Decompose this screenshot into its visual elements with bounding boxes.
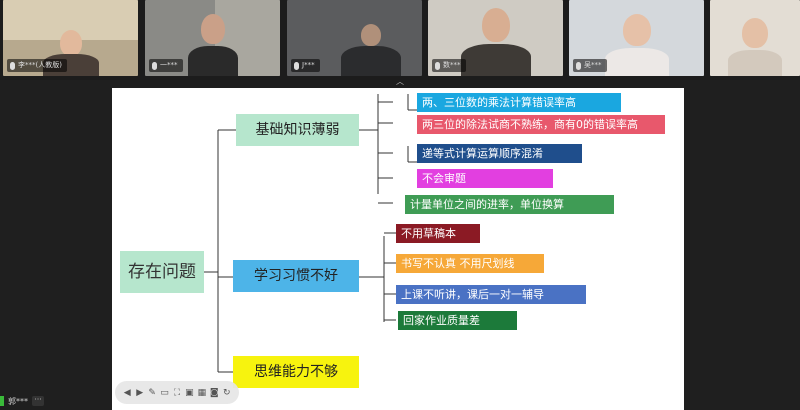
- play-icon[interactable]: ◀: [123, 387, 131, 398]
- participant-name-tag: 一***: [149, 59, 183, 72]
- mic-icon: [576, 61, 581, 70]
- branch-study-habits: 学习习惯不好: [233, 260, 359, 292]
- leaf-careless-writing: 书写不认真 不用尺划线: [396, 254, 544, 273]
- participant-tile-4[interactable]: 数***: [428, 0, 563, 76]
- participant-avatar: [59, 30, 82, 56]
- participant-avatar: [481, 8, 510, 42]
- connector-sub-1: [407, 94, 418, 163]
- mic-icon: [435, 61, 440, 70]
- mic-icon: [152, 61, 157, 70]
- mic-active-icon: [0, 396, 4, 406]
- leaf-division-errors: 两三位的除法试商不熟练，商有0的错误率高: [417, 115, 665, 134]
- participant-tile-1[interactable]: 李***(人教版): [3, 0, 138, 76]
- mic-icon: [10, 61, 15, 70]
- mindmap-root: 存在问题: [120, 251, 204, 293]
- leaf-reading-questions: 不会审题: [417, 169, 553, 188]
- collapse-strip-icon[interactable]: ︿: [396, 77, 404, 86]
- branch-thinking-ability: 思维能力不够: [233, 356, 359, 388]
- connector-branch-2: [359, 232, 396, 322]
- annotation-toolbar: ◀ ▶ ✎ ▭ ⛶ ▣ ▦ ◙ ↻: [115, 381, 239, 404]
- pen-icon[interactable]: ✎: [148, 387, 156, 398]
- participant-tile-6[interactable]: [710, 0, 800, 76]
- leaf-multiplication-errors: 两、三位数的乘法计算错误率高: [417, 93, 621, 112]
- prev-icon[interactable]: ▶: [136, 387, 144, 398]
- participant-name-tag: 李***(人教版): [7, 59, 67, 72]
- participant-avatar: [200, 14, 225, 44]
- shared-screen-slide: 存在问题 基础知识薄弱 学习习惯不好 思维能力不够 两、三位数的乘法计算错误率高…: [112, 88, 684, 410]
- participant-tile-3[interactable]: J***: [287, 0, 422, 76]
- mindmap-connectors: [204, 94, 418, 373]
- connector-branch-1: [359, 94, 393, 204]
- leaf-no-draft-book: 不用草稿本: [396, 224, 480, 243]
- refresh-icon[interactable]: ↻: [222, 387, 231, 398]
- participant-tile-5[interactable]: 吴***: [569, 0, 704, 76]
- participant-name-tag: 数***: [432, 59, 466, 72]
- participant-tile-2[interactable]: 一***: [145, 0, 280, 76]
- participant-avatar: [622, 14, 651, 46]
- screen-icon[interactable]: ▭: [160, 387, 169, 398]
- branch-basic-knowledge: 基础知识薄弱: [236, 114, 359, 146]
- participant-name-tag: 吴***: [573, 59, 607, 72]
- participant-avatar: [742, 18, 768, 48]
- participant-name-tag: J***: [291, 59, 320, 72]
- participant-avatar: [360, 24, 381, 46]
- chat-icon[interactable]: ▣: [185, 387, 194, 398]
- grid-icon[interactable]: ▦: [197, 387, 207, 398]
- leaf-homework-quality: 回家作业质量差: [398, 311, 517, 330]
- mic-icon: [294, 61, 299, 70]
- leaf-operation-order: 递等式计算运算顺序混淆: [417, 144, 582, 163]
- self-name: 郭***: [8, 396, 28, 406]
- participant-video-strip: 李***(人教版) 一*** J*** 数*** 吴*** ︿: [0, 0, 800, 86]
- camera-icon[interactable]: ◙: [209, 387, 219, 398]
- connector-root: [204, 129, 236, 373]
- self-view-tag: 郭*** ···: [0, 394, 44, 408]
- leaf-not-listening: 上课不听讲，课后一对一辅导: [396, 285, 586, 304]
- expand-icon[interactable]: ⛶: [173, 387, 181, 398]
- more-options-icon[interactable]: ···: [32, 396, 44, 406]
- leaf-unit-conversion: 计量单位之间的进率，单位换算: [405, 195, 614, 214]
